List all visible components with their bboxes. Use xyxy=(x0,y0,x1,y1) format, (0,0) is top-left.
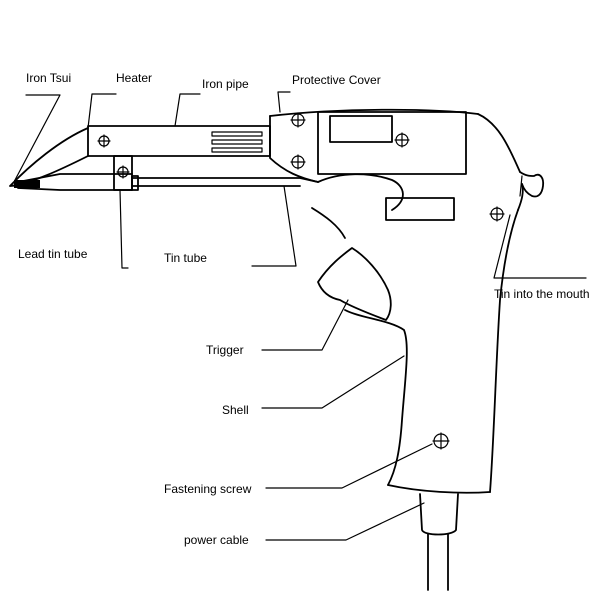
heater-assembly xyxy=(87,125,271,157)
screw-icon xyxy=(97,134,111,148)
label-iron-pipe: Iron pipe xyxy=(202,77,249,91)
tin-tube-shape xyxy=(131,175,319,191)
leader-lines xyxy=(14,91,587,541)
protective-cover-window xyxy=(329,115,393,143)
trigger-shape xyxy=(317,247,392,321)
screw-icon xyxy=(394,132,410,148)
label-power-cable: power cable xyxy=(184,533,249,547)
power-cable-shape xyxy=(419,493,459,591)
gun-shell-outline xyxy=(269,108,524,494)
fastening-screw-icon xyxy=(432,432,450,450)
screw-icon xyxy=(290,112,306,128)
lead-tin-tube-shape xyxy=(14,173,133,191)
body-slot xyxy=(385,197,455,221)
label-tin-tube: Tin tube xyxy=(164,251,207,265)
label-tin-into-mouth: Tin into the mouth xyxy=(494,287,590,301)
heater-block xyxy=(87,125,271,157)
screw-icon xyxy=(116,165,130,179)
protective-cover-outer xyxy=(317,111,467,175)
label-iron-tsui: Iron Tsui xyxy=(26,71,71,85)
screw-icon xyxy=(290,154,306,170)
heater-bracket xyxy=(113,155,133,191)
label-fastening-screw: Fastening screw xyxy=(164,482,252,496)
label-heater: Heater xyxy=(116,71,152,85)
label-trigger: Trigger xyxy=(206,343,244,357)
label-shell: Shell xyxy=(222,403,249,417)
screw-icon xyxy=(489,206,505,222)
tin-inlet-knob xyxy=(519,171,545,198)
label-protective-cover: Protective Cover xyxy=(292,73,381,87)
label-lead-tin-tube: Lead tin tube xyxy=(18,247,88,261)
iron-tsui-tip xyxy=(9,127,89,187)
